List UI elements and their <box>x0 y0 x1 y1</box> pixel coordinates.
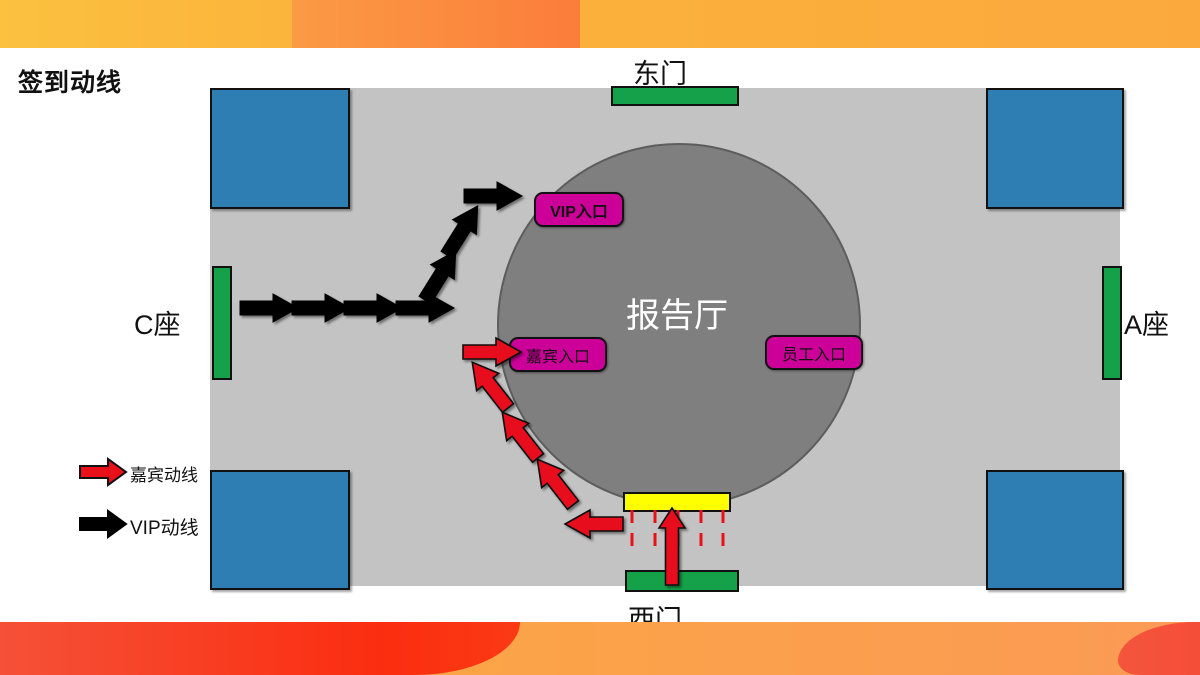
main-hall-label: 报告厅 <box>626 297 728 335</box>
legend-label-vip: VIP动线 <box>130 518 199 539</box>
entrance-label-vip: VIP入口 <box>534 192 624 227</box>
legend-label-guest: 嘉宾动线 <box>130 466 198 485</box>
building-block-top-left <box>210 88 350 209</box>
door-label-c: C座 <box>134 310 181 340</box>
bottom-banner-red-left <box>0 622 520 675</box>
checkin-desk <box>623 492 731 512</box>
legend: 嘉宾动线 VIP动线 <box>78 455 268 559</box>
page-title: 签到动线 <box>18 69 123 97</box>
door-c-block <box>212 266 232 380</box>
right-arrow-icon <box>79 457 128 487</box>
top-banner-segment-left <box>0 0 292 48</box>
door-a-block <box>1102 266 1122 380</box>
building-block-top-right <box>986 88 1124 209</box>
top-banner <box>0 0 1200 48</box>
door-east <box>611 86 739 106</box>
building-block-bottom-left <box>210 470 350 590</box>
legend-item-vip: VIP动线 <box>78 507 268 559</box>
bottom-banner <box>0 622 1200 675</box>
entrance-label-guest: 嘉宾入口 <box>509 337 607 372</box>
legend-item-guest: 嘉宾动线 <box>78 455 268 507</box>
door-west <box>625 570 739 592</box>
entrance-label-staff: 员工入口 <box>765 335 863 370</box>
door-label-a: A座 <box>1124 310 1170 340</box>
top-banner-segment-right <box>580 0 1200 48</box>
door-label-east: 东门 <box>633 59 687 89</box>
right-arrow-icon <box>79 509 128 539</box>
top-banner-segment-middle <box>292 0 580 48</box>
building-block-bottom-right <box>986 470 1124 590</box>
